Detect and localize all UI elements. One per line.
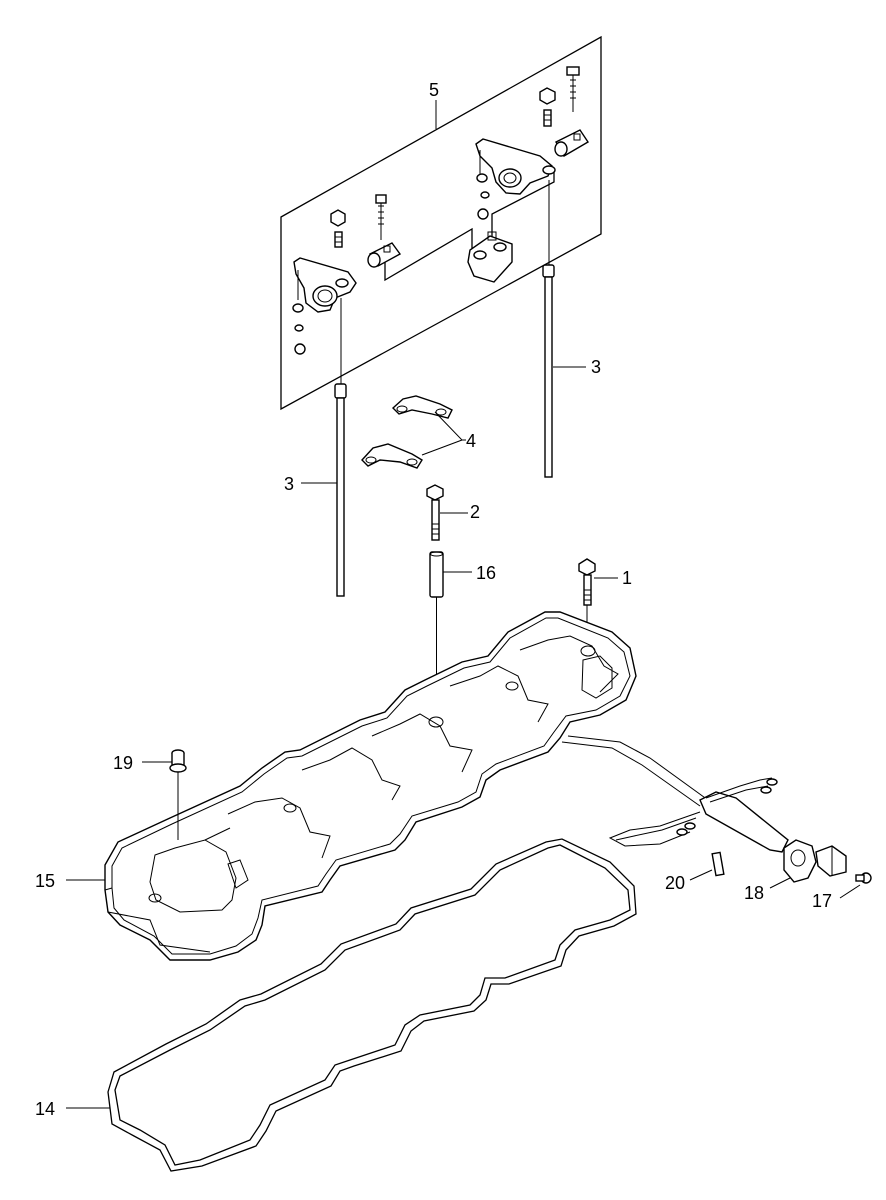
callout-4: 4 xyxy=(466,431,476,451)
valve-bridge-upper xyxy=(391,395,453,419)
leader-lines xyxy=(66,100,861,1109)
bolt-2 xyxy=(426,484,444,541)
callout-14: 14 xyxy=(35,1099,55,1119)
callout-17: 17 xyxy=(812,891,832,911)
callout-16: 16 xyxy=(476,563,496,583)
push-rod-left xyxy=(334,298,347,597)
breather-plug-19 xyxy=(169,749,187,840)
rocker-shaft-left xyxy=(367,194,402,268)
callout-2: 2 xyxy=(470,502,480,522)
push-rod-right xyxy=(542,180,555,478)
rocker-assembly-panel xyxy=(280,35,602,411)
callout-3-right: 3 xyxy=(591,357,601,377)
callout-15: 15 xyxy=(35,871,55,891)
rocker-shaft-right xyxy=(554,66,589,157)
callout-3-left: 3 xyxy=(284,474,294,494)
gasket-20 xyxy=(711,851,725,877)
callout-18: 18 xyxy=(744,883,764,903)
callout-20: 20 xyxy=(665,873,685,893)
sleeve-16 xyxy=(429,551,444,718)
rocker-arm-left xyxy=(292,209,357,355)
valve-bridge-lower xyxy=(361,443,423,469)
head-cover xyxy=(104,611,637,961)
screw-17 xyxy=(855,872,872,884)
callout-5: 5 xyxy=(429,80,439,100)
callout-1: 1 xyxy=(622,568,632,588)
callout-labels: 5 3 3 4 2 16 1 19 15 20 18 17 14 xyxy=(35,80,832,1119)
wiring-harness xyxy=(561,735,789,853)
rocker-arm-right xyxy=(475,87,556,220)
callout-19: 19 xyxy=(113,753,133,773)
bolt-1 xyxy=(578,558,596,645)
rocker-pedestal xyxy=(467,231,513,283)
head-cover-gasket-14 xyxy=(107,838,637,1172)
sensor-connector-18 xyxy=(783,839,847,883)
